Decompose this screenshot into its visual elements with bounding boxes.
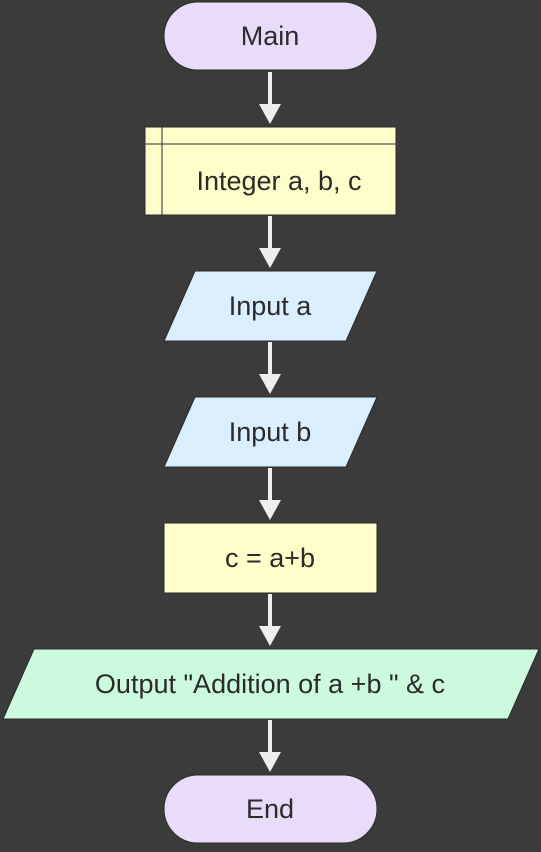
- node-input-a[interactable]: Input a: [163, 270, 378, 342]
- declare-shape: [144, 126, 397, 216]
- node-input-b[interactable]: Input b: [163, 396, 378, 468]
- node-declare[interactable]: Integer a, b, c: [144, 126, 397, 216]
- connector-input-b-assign: [259, 468, 281, 520]
- connector-input-a-input-b: [259, 342, 281, 394]
- terminal-shape: [163, 774, 378, 844]
- node-output[interactable]: Output "Addition of a +b " & c: [2, 648, 540, 720]
- node-main-label: Main: [241, 21, 300, 51]
- connector-main-declare: [259, 72, 281, 124]
- node-input-b-label: Input b: [229, 417, 312, 447]
- input-shape: [163, 396, 378, 468]
- connector-assign-output: [259, 594, 281, 646]
- node-assign[interactable]: c = a+b: [163, 522, 378, 594]
- input-shape: [163, 270, 378, 342]
- node-assign-label: c = a+b: [225, 543, 315, 573]
- node-input-a-label: Input a: [229, 291, 313, 321]
- node-end[interactable]: End: [163, 774, 378, 844]
- connector-output-end: [259, 720, 281, 772]
- connectors: [259, 72, 281, 772]
- node-declare-label: Integer a, b, c: [196, 166, 361, 196]
- node-main[interactable]: Main: [163, 1, 378, 71]
- node-output-label: Output "Addition of a +b " & c: [95, 669, 445, 699]
- output-shape: [2, 648, 540, 720]
- connector-declare-input-a: [259, 216, 281, 268]
- node-end-label: End: [246, 794, 294, 824]
- process-shape: [163, 522, 378, 594]
- terminal-shape: [163, 1, 378, 71]
